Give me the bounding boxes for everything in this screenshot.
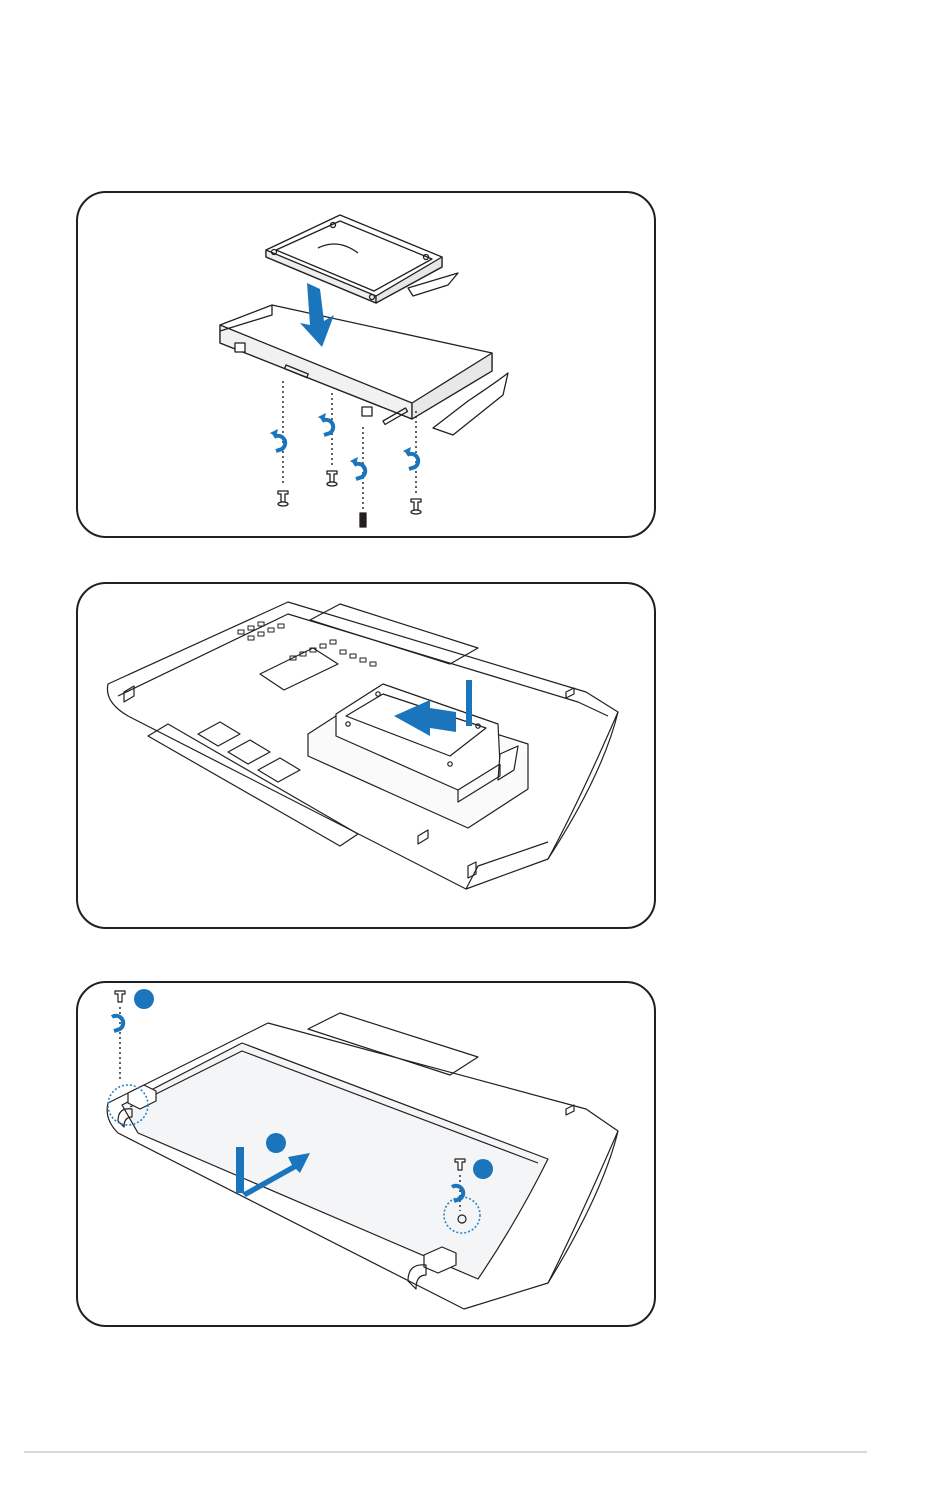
footer-rule (24, 1451, 867, 1453)
bracket-icon (220, 305, 508, 435)
screw-icon (278, 471, 421, 527)
figure-cover-and-screws (76, 981, 656, 1327)
figure-hdd-into-bracket (76, 191, 656, 538)
hard-drive-icon (266, 215, 458, 303)
figure-hdd-into-bay (76, 582, 656, 929)
figure-2-illustration (78, 584, 656, 929)
figure-3-illustration (78, 983, 656, 1327)
figure-1-illustration (78, 193, 656, 538)
rotate-arrow-icon (274, 420, 418, 479)
